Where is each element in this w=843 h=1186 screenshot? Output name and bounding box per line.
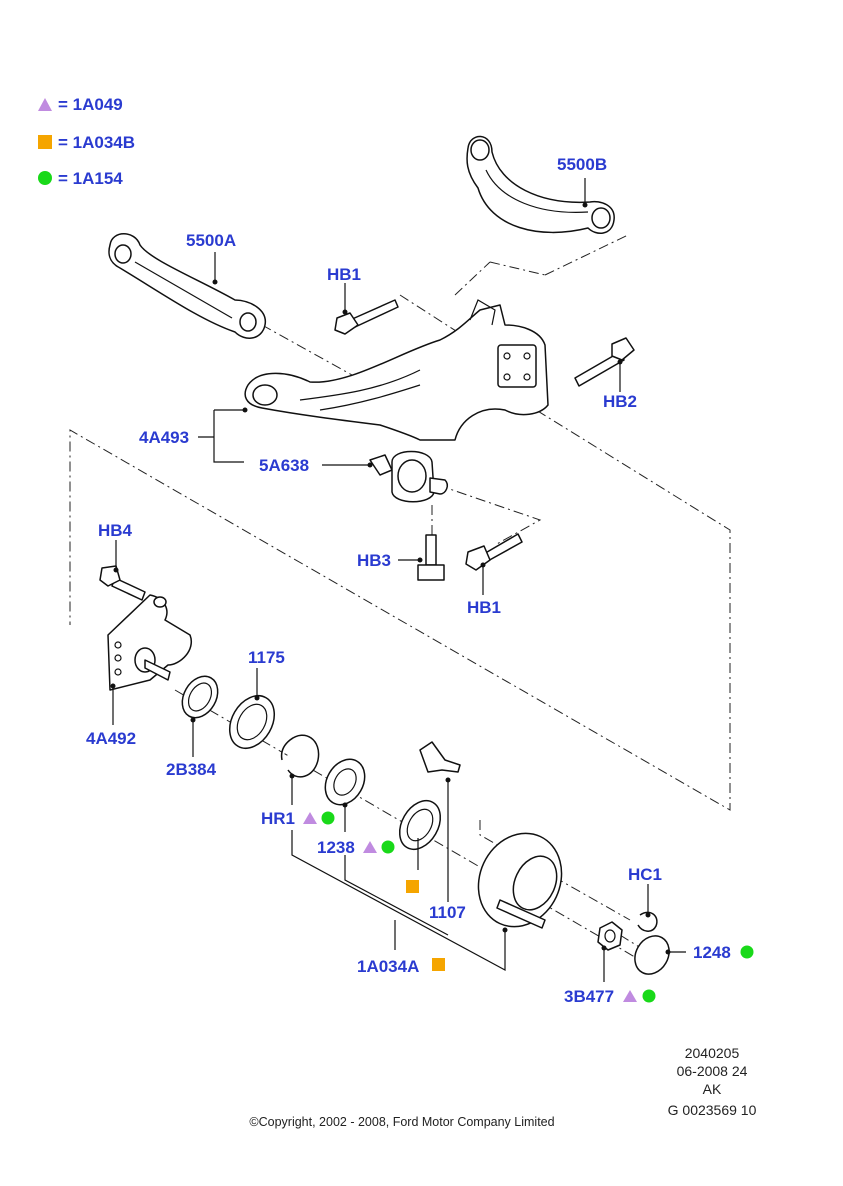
label-HB4: HB4 [98, 521, 133, 540]
footer-line-4: G 0023569 10 [668, 1102, 757, 1118]
footer-line-3: AK [703, 1081, 722, 1097]
label-5A638: 5A638 [259, 456, 309, 475]
label-1248: 1248 [693, 943, 731, 962]
3B477-circle-icon [642, 989, 656, 1003]
label-3B477: 3B477 [564, 987, 614, 1006]
label-HB1-bottom: HB1 [467, 598, 501, 617]
legend-square-icon [38, 135, 52, 149]
knuckle-4A493 [244, 299, 549, 441]
footer: 2040205 06-2008 24 AK G 0023569 10 ©Copy… [249, 1045, 756, 1129]
footer-line-2: 06-2008 24 [677, 1063, 748, 1079]
hr1-triangle-icon [303, 812, 317, 824]
1248-circle-icon [740, 945, 754, 959]
footer-line-1: 2040205 [685, 1045, 740, 1061]
bolt-hb1-bottom [465, 533, 523, 571]
legend-triangle-icon [38, 98, 52, 111]
label-HB1-top: HB1 [327, 265, 361, 284]
label-HB3: HB3 [357, 551, 391, 570]
label-5500A: 5500A [186, 231, 236, 250]
bolt-hb3 [417, 534, 445, 581]
circlip-HR1 [280, 734, 320, 778]
bushing-5A638 [369, 450, 448, 503]
1238-circle-icon [381, 840, 395, 854]
label-4A492: 4A492 [86, 729, 136, 748]
part-labels: 5500A 5500B HB1 HB2 4A493 5A638 HB3 HB1 … [86, 155, 731, 1006]
label-1107: 1107 [429, 903, 466, 922]
cap-1248 [634, 935, 670, 975]
nut-3B477 [597, 921, 623, 951]
seal-2B384 [181, 675, 219, 719]
bearing-1238 [324, 758, 366, 806]
legend-triangle-text: = 1A049 [58, 95, 123, 114]
label-HC1: HC1 [628, 865, 662, 884]
1A034A-square-icon [432, 958, 445, 971]
bolt-hb4 [99, 565, 146, 601]
3B477-triangle-icon [623, 990, 637, 1002]
legend-circle-icon [38, 171, 52, 185]
legend: = 1A049 = 1A034B = 1A154 [38, 95, 135, 188]
stud-1107 [419, 741, 461, 773]
label-HB2: HB2 [603, 392, 637, 411]
hub-1A034A [477, 832, 563, 929]
1238-triangle-icon [363, 841, 377, 853]
bolt-hb2 [574, 337, 635, 387]
leader-lines [110, 178, 686, 982]
label-1238: 1238 [317, 838, 355, 857]
copyright-text: ©Copyright, 2002 - 2008, Ford Motor Comp… [249, 1115, 554, 1129]
ring-1175 [228, 695, 276, 749]
assembly-centerlines [69, 234, 731, 961]
label-2B384: 2B384 [166, 760, 217, 779]
label-4A493: 4A493 [139, 428, 189, 447]
seal-square-icon [406, 880, 419, 893]
lower-arm-5500A [108, 233, 266, 339]
seal-1A034B [398, 800, 442, 850]
legend-circle-text: = 1A154 [58, 169, 123, 188]
hr1-circle-icon [321, 811, 335, 825]
label-1A034A: 1A034A [357, 957, 419, 976]
bolt-hb1-top [334, 299, 399, 335]
label-5500B: 5500B [557, 155, 607, 174]
label-1175: 1175 [248, 648, 285, 667]
label-HR1: HR1 [261, 809, 295, 828]
label-markers [303, 811, 754, 1003]
upper-arm-5500B [466, 135, 615, 234]
bracket-4A492 [107, 594, 193, 691]
legend-square-text: = 1A034B [58, 133, 135, 152]
